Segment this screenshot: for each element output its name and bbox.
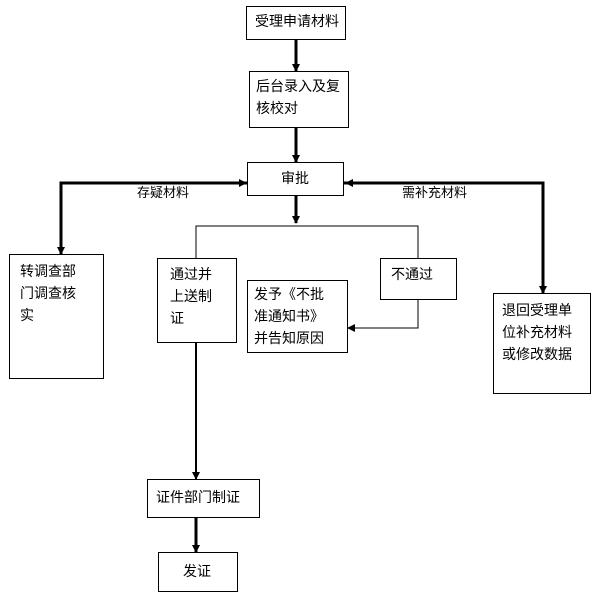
node-investigation-text: 转调查部 门调查核 实 <box>20 264 76 324</box>
node-not-approved-text: 不通过 <box>391 267 433 283</box>
node-entry-and-review: 后台录入及复 核校对 <box>249 71 349 128</box>
node-return-for-supplement: 退回受理单 位补充材料 或修改数据 <box>493 293 591 394</box>
node-investigation: 转调查部 门调查核 实 <box>9 254 104 379</box>
branch-split-line <box>195 225 419 258</box>
node-entry-and-review-text: 后台录入及复 核校对 <box>256 79 340 117</box>
node-approved-pass-text: 通过并 上送制 证 <box>170 267 212 327</box>
node-receive-application: 受理申请材料 <box>246 6 346 40</box>
edge-label-doubtful-materials: 存疑材料 <box>137 186 190 201</box>
node-certificate-production-text: 证件部门制证 <box>156 490 240 506</box>
node-approval-text: 审批 <box>281 171 309 187</box>
node-issue-certificate-text: 发证 <box>183 564 211 580</box>
node-certificate-production: 证件部门制证 <box>147 479 260 518</box>
node-receive-application-text: 受理申请材料 <box>255 14 339 30</box>
node-rejection-notice: 发予《不批 准通知书》 并告知原因 <box>247 280 348 353</box>
node-not-approved: 不通过 <box>380 258 457 300</box>
arrow-fail-to-notice <box>347 300 419 332</box>
node-issue-certificate: 发证 <box>158 552 238 592</box>
node-return-for-supplement-text: 退回受理单 位补充材料 或修改数据 <box>502 303 572 363</box>
node-rejection-notice-text: 发予《不批 准通知书》 并告知原因 <box>254 287 324 347</box>
node-approved-pass: 通过并 上送制 证 <box>157 258 237 343</box>
edge-label-needs-supplement: 需补充材料 <box>402 186 468 201</box>
node-approval: 审批 <box>247 162 344 196</box>
